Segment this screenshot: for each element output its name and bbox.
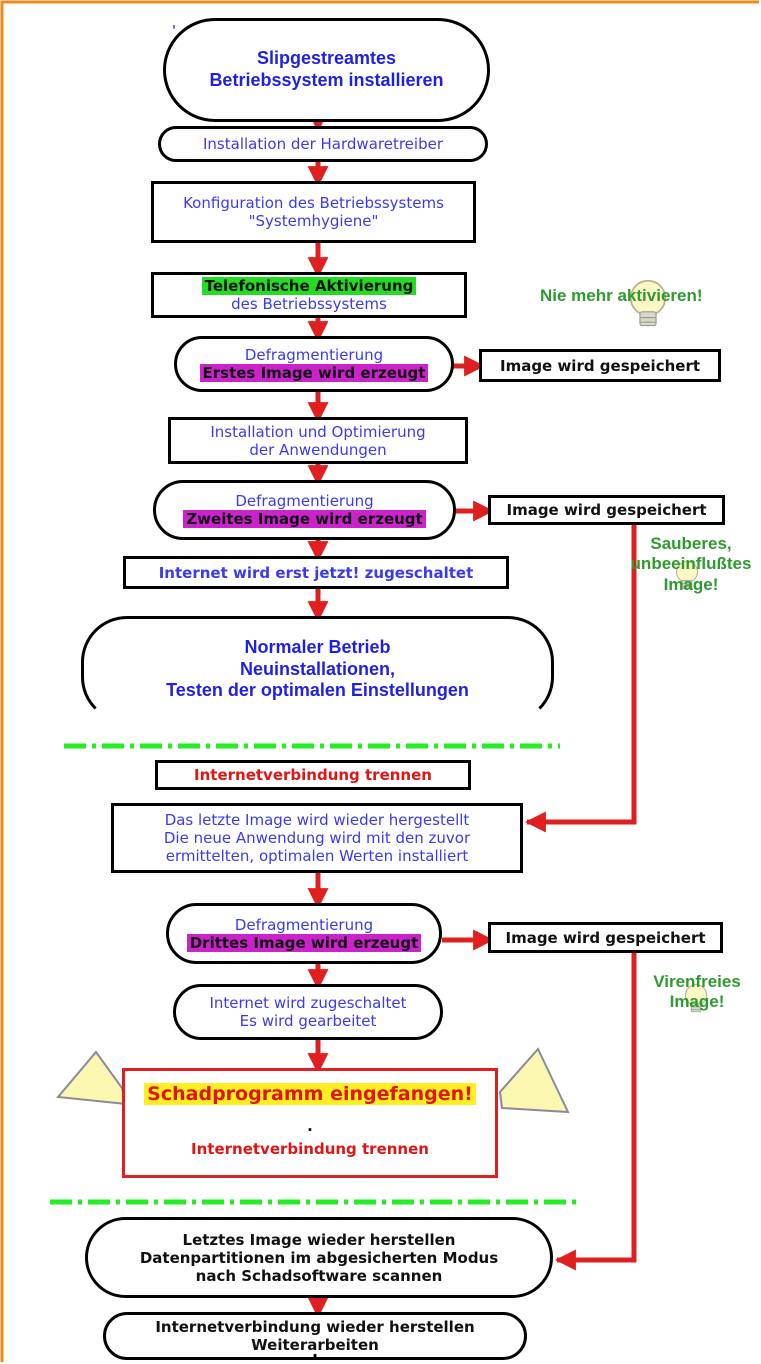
node-working: Internet wird zugeschaltet Es wird gearb… xyxy=(173,984,443,1040)
node-internet-on-text: Internet wird erst jetzt! zugeschaltet xyxy=(158,563,474,582)
node-normal-line3: Testen der optimalen Einstellungen xyxy=(166,680,469,701)
node-save-1-text: Image wird gespeichert xyxy=(499,356,701,375)
node-save-2: Image wird gespeichert xyxy=(488,495,725,525)
node-defrag-2: Defragmentierung Zweites Image wird erze… xyxy=(153,480,456,540)
node-drivers-text: Installation der Hardwaretreiber xyxy=(203,135,443,153)
node-restore-scan-line1: Letztes Image wieder herstellen xyxy=(182,1230,456,1249)
node-reconnect-line1: Internetverbindung wieder herstellen xyxy=(155,1318,475,1336)
node-defrag-2-line1: Defragmentierung xyxy=(235,492,374,510)
arrow-feedback-clean xyxy=(524,525,637,833)
stray-bottom-dot: . xyxy=(312,1342,319,1361)
speech-cone-icon-right xyxy=(498,1047,570,1114)
node-working-line2: Es wird gearbeitet xyxy=(239,1012,377,1030)
node-normal-operation: Normaler Betrieb Neuinstallationen, Test… xyxy=(81,616,554,723)
node-drivers: Installation der Hardwaretreiber xyxy=(158,126,488,162)
note-clean-image: Sauberes, unbeeinflußtes Image! xyxy=(622,534,760,595)
node-defrag-1-highlight: Erstes Image wird erzeugt xyxy=(199,364,429,382)
note-never-activate: Nie mehr aktivieren! xyxy=(540,286,703,306)
node-defrag-1-line1: Defragmentierung xyxy=(244,346,384,364)
node-apps-line1: Installation und Optimierung xyxy=(210,422,426,441)
node-apps-line2: der Anwendungen xyxy=(249,440,387,459)
node-activation-highlight-wrap: Telefonische Aktivierung xyxy=(201,277,417,295)
node-install-os-line2: Betriebssystem installieren xyxy=(209,70,444,90)
node-activation: Telefonische Aktivierung des Betriebssys… xyxy=(151,272,467,318)
node-disconnect-1-text: Internetverbindung trennen xyxy=(194,766,432,784)
note-clean-image-line2: unbeeinflußtes xyxy=(630,554,752,574)
node-activation-line2: des Betriebssystems xyxy=(231,295,387,313)
node-defrag-2-highlight-wrap: Zweites Image wird erzeugt xyxy=(183,510,426,528)
node-defrag-3-line1: Defragmentierung xyxy=(234,915,374,934)
node-malware-line2: Internetverbindung trennen xyxy=(191,1139,429,1158)
arrow-feedback-virusfree xyxy=(554,953,637,1271)
node-defrag-3-highlight: Drittes Image wird erzeugt xyxy=(186,933,422,952)
lightbulb-icon-1 xyxy=(629,279,667,327)
node-restore-scan-line2: Datenpartitionen im abgesicherten Modus xyxy=(139,1248,499,1267)
node-save-1: Image wird gespeichert xyxy=(479,349,721,382)
node-restore-line2: Die neue Anwendung wird mit den zuvor xyxy=(163,829,471,847)
node-save-3-text: Image wird gespeichert xyxy=(505,928,706,947)
note-virus-free: Virenfreies Image! xyxy=(636,972,758,1013)
note-never-activate-text: Nie mehr aktivieren! xyxy=(540,286,703,305)
node-restore-scan: Letztes Image wieder herstellen Datenpar… xyxy=(85,1217,553,1298)
node-config-line2: "Systemhygiene" xyxy=(248,212,379,230)
node-defrag-1: Defragmentierung Erstes Image wird erzeu… xyxy=(174,336,454,392)
node-malware-dot: . xyxy=(307,1116,313,1135)
node-save-2-text: Image wird gespeichert xyxy=(506,501,707,519)
node-malware-highlight: Schadprogramm eingefangen! xyxy=(144,1083,476,1105)
node-restore-scan-line3: nach Schadsoftware scannen xyxy=(195,1266,443,1285)
node-restore-line1: Das letzte Image wird wieder hergestellt xyxy=(164,811,470,829)
stray-tick-mark: ' xyxy=(172,24,176,39)
node-reconnect: Internetverbindung wieder herstellen Wei… xyxy=(103,1312,527,1360)
node-restore-line3: ermittelten, optimalen Werten installier… xyxy=(165,847,469,865)
node-malware-caught: Schadprogramm eingefangen! . Internetver… xyxy=(122,1068,498,1178)
node-defrag-3-highlight-wrap: Drittes Image wird erzeugt xyxy=(186,933,422,952)
node-install-os-line1: Slipgestreamtes xyxy=(256,48,397,69)
node-defrag-3: Defragmentierung Drittes Image wird erze… xyxy=(166,903,442,964)
note-virus-free-line2: Image! xyxy=(669,992,725,1012)
node-save-3: Image wird gespeichert xyxy=(488,922,723,953)
node-normal-line2: Neuinstallationen, xyxy=(239,658,396,679)
node-malware-highlight-wrap: Schadprogramm eingefangen! xyxy=(144,1083,476,1106)
node-config-line1: Konfiguration des Betriebssystems xyxy=(183,194,444,212)
speech-cone-icon-left xyxy=(56,1050,128,1106)
node-defrag-2-highlight: Zweites Image wird erzeugt xyxy=(183,510,426,528)
node-config: Konfiguration des Betriebssystems "Syste… xyxy=(151,181,476,243)
lightbulb-icon-3 xyxy=(684,983,708,1013)
node-defrag-1-highlight-wrap: Erstes Image wird erzeugt xyxy=(199,364,429,382)
node-reconnect-line2: Weiterarbeiten xyxy=(251,1336,379,1354)
node-internet-on: Internet wird erst jetzt! zugeschaltet xyxy=(123,556,509,589)
note-clean-image-line3: Image! xyxy=(663,574,719,594)
node-normal-line1: Normaler Betrieb xyxy=(244,637,391,658)
node-restore-image: Das letzte Image wird wieder hergestellt… xyxy=(111,803,523,873)
node-apps: Installation und Optimierung der Anwendu… xyxy=(168,417,468,464)
node-activation-highlight: Telefonische Aktivierung xyxy=(201,277,417,295)
node-working-line1: Internet wird zugeschaltet xyxy=(209,994,407,1012)
node-disconnect-1: Internetverbindung trennen xyxy=(155,760,471,790)
lightbulb-icon-2 xyxy=(675,560,699,590)
note-clean-image-line1: Sauberes, xyxy=(650,534,732,553)
node-install-os: Slipgestreamtes Betriebssystem installie… xyxy=(163,18,490,122)
note-virus-free-line1: Virenfreies xyxy=(653,972,741,991)
